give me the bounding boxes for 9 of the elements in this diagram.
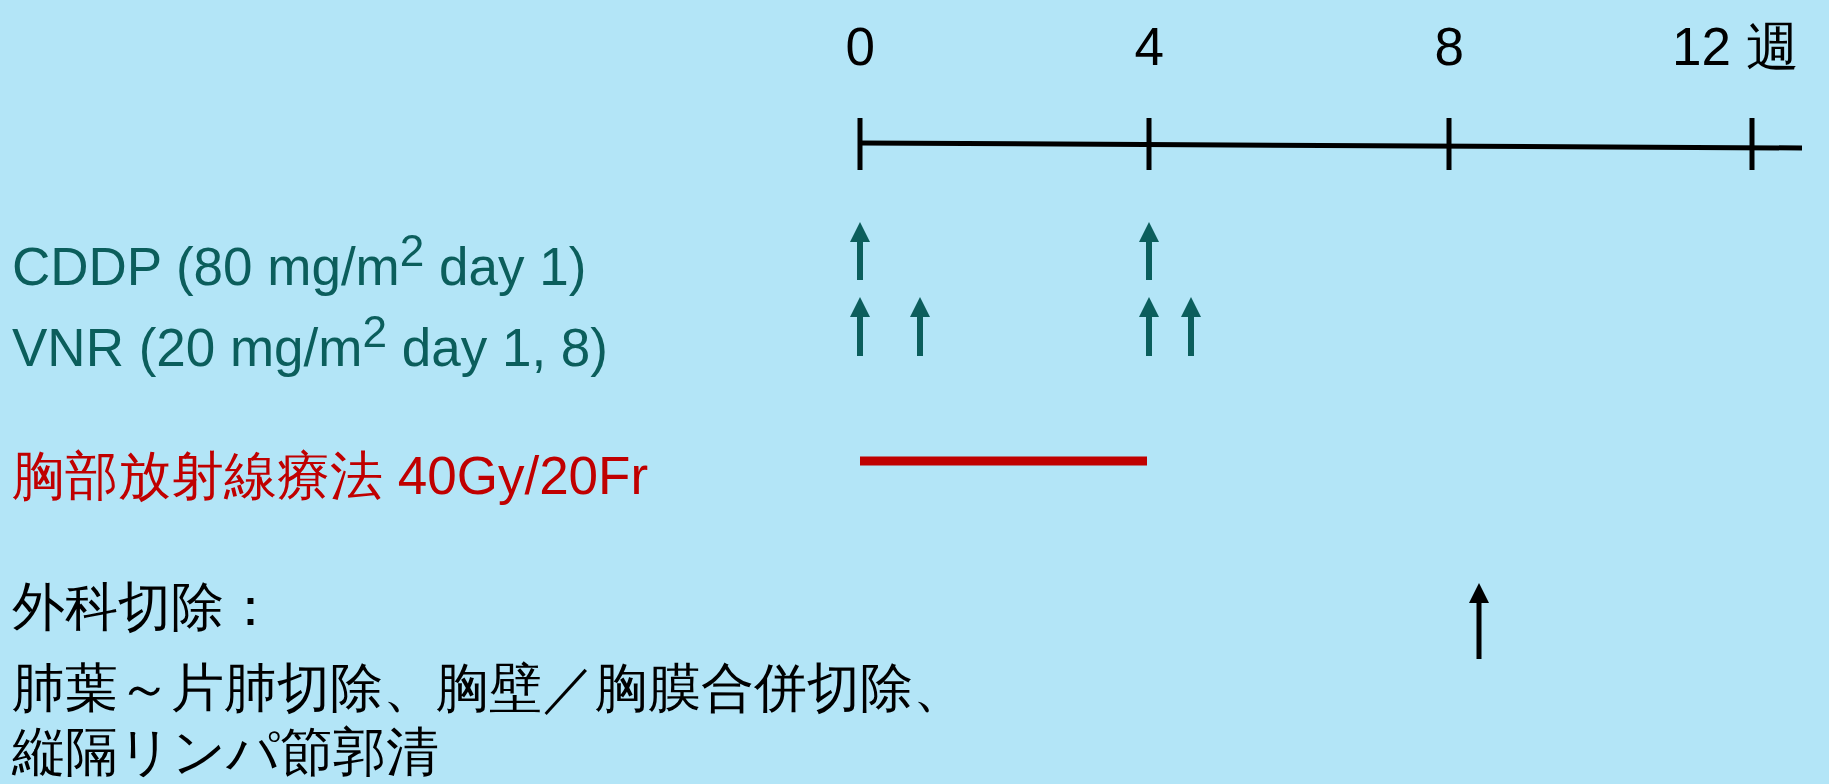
surgery-description: 肺葉～片肺切除、胸壁／胸膜合併切除、縦隔リンパ節郭清	[12, 657, 967, 783]
tick-label: 8	[1434, 17, 1464, 77]
therapy-label: 胸部放射線療法 40Gy/20Fr	[12, 446, 649, 506]
tick-label: 4	[1134, 17, 1164, 77]
tick-label: 12 週	[1672, 17, 1799, 77]
drug-label: CDDP (80 mg/m$^{2}$ day 1)	[12, 225, 587, 297]
surgery-heading: 外科切除：	[12, 577, 277, 637]
drug-label: VNR (20 mg/m$^{2}$ day 1, 8)	[12, 306, 608, 378]
tick-label: 0	[845, 17, 875, 77]
